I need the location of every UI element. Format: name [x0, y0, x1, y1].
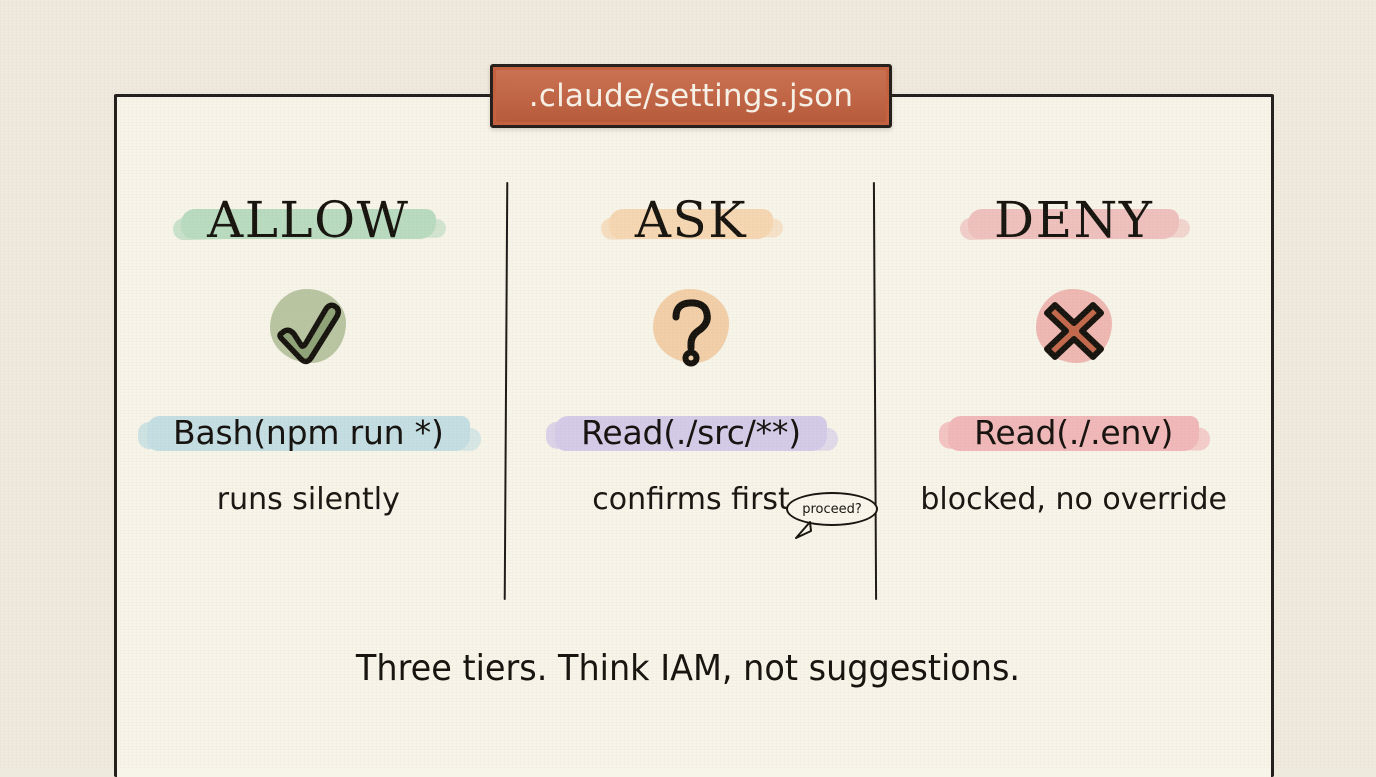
tier-caption-ask: confirms first — [592, 482, 790, 517]
highlight-marker-code-deny — [948, 416, 1200, 451]
tier-caption-allow: runs silently — [216, 482, 400, 517]
tier-header-label: DENY — [994, 191, 1154, 249]
permission-rule-allow: Bash(npm run *) — [147, 411, 470, 454]
check-icon — [277, 302, 342, 365]
tier-header-label: ASK — [634, 191, 748, 249]
cross-icon — [1043, 302, 1104, 360]
speech-bubble-tail-icon — [795, 521, 812, 539]
tier-icon-deny — [1026, 281, 1122, 377]
permission-rule-label: Bash(npm run *) — [173, 413, 444, 452]
speech-bubble-body: proceed? — [786, 492, 878, 526]
highlight-marker-allow — [181, 209, 436, 239]
permission-rule-label: Read(./.env) — [974, 413, 1174, 452]
tier-column-ask: ASK Read(./src/**) confirms first — [500, 97, 883, 637]
highlight-marker-code-allow — [147, 416, 470, 451]
tier-header-label: ALLOW — [207, 191, 410, 249]
tier-header-ask: ASK — [608, 195, 774, 245]
highlight-marker-ask — [608, 209, 774, 239]
settings-file-tab: .claude/settings.json — [490, 64, 892, 128]
question-mark-icon — [672, 299, 711, 367]
permission-tier-columns: ALLOW Bash(npm run *) runs silently ASK — [117, 97, 1265, 637]
permission-rule-deny: Read(./.env) — [948, 411, 1200, 454]
tier-column-allow: ALLOW Bash(npm run *) runs silently — [117, 97, 500, 637]
tier-icon-ask — [643, 281, 739, 377]
summary-tagline: Three tiers. Think IAM, not suggestions. — [355, 648, 1021, 689]
proceed-speech-bubble: proceed? — [786, 492, 878, 539]
tier-caption-deny: blocked, no override — [920, 482, 1227, 517]
speech-bubble-label: proceed? — [802, 501, 862, 517]
permission-rule-label: Read(./src/**) — [581, 413, 801, 452]
permission-rule-ask: Read(./src/**) — [555, 411, 827, 454]
tier-header-allow: ALLOW — [181, 195, 436, 245]
highlight-marker-code-ask — [555, 416, 827, 451]
settings-file-label: .claude/settings.json — [528, 78, 854, 114]
highlight-marker-deny — [968, 209, 1180, 239]
tier-column-deny: DENY Read(./.env) blocked, no override — [882, 97, 1265, 637]
tier-icon-allow — [260, 281, 356, 377]
tier-header-deny: DENY — [968, 195, 1180, 245]
